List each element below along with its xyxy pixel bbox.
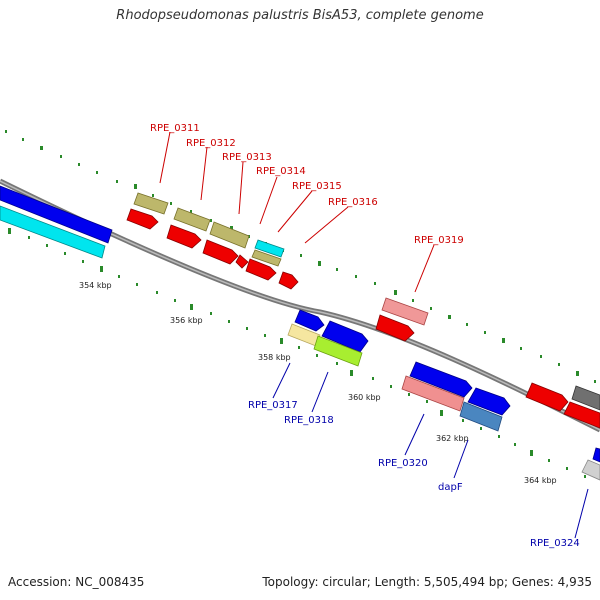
gene-blue-mid-2[interactable] — [321, 320, 369, 353]
left-genes — [0, 185, 113, 259]
label-rpe0318[interactable]: RPE_0318 — [284, 415, 334, 426]
genome-backbone — [0, 178, 600, 433]
gene-rpe0315-red[interactable] — [245, 258, 277, 281]
gene-dapf[interactable] — [459, 401, 503, 432]
gene-blue-right-2[interactable] — [467, 387, 511, 416]
label-rpe0320[interactable]: RPE_0320 — [378, 458, 428, 469]
label-rpe0311[interactable]: RPE_0311 — [150, 123, 200, 134]
gene-rpe0316-red[interactable] — [278, 271, 299, 290]
gene-rpe0314[interactable] — [254, 239, 285, 258]
gene-rpe0312-red[interactable] — [166, 224, 202, 249]
gene-rpe0319[interactable] — [381, 297, 429, 326]
gene-gray-far-right[interactable] — [571, 385, 600, 411]
gene-rpe0315[interactable] — [251, 249, 282, 267]
gene-blue-left[interactable] — [0, 185, 113, 244]
gene-rpe0312[interactable] — [173, 207, 211, 232]
tick-label-356kbp: 356 kbp — [170, 316, 203, 325]
gene-cyan-left[interactable] — [0, 205, 106, 259]
map-title: Rhodopseudomonas palustris BisA53, compl… — [116, 8, 484, 23]
label-rpe0316[interactable]: RPE_0316 — [328, 197, 378, 208]
gene-rpe0311[interactable] — [133, 192, 169, 215]
topology-text: Topology: circular; Length: 5,505,494 bp… — [262, 575, 592, 589]
label-rpe0312[interactable]: RPE_0312 — [186, 138, 236, 149]
label-rpe0324[interactable]: RPE_0324 — [530, 538, 580, 549]
label-rpe0319[interactable]: RPE_0319 — [414, 235, 464, 246]
gene-red-far-right-2[interactable] — [563, 401, 600, 429]
label-dapf[interactable]: dapF — [438, 482, 463, 493]
outer-tick-ring — [5, 130, 596, 383]
label-leaders-red — [159, 131, 435, 293]
gene-rpe0319-red[interactable] — [375, 314, 415, 342]
tick-label-358kbp: 358 kbp — [258, 353, 291, 362]
gene-rpe0313-red[interactable] — [202, 239, 239, 265]
gene-red-far-right-1[interactable] — [525, 382, 569, 412]
gene-rpe0318[interactable] — [313, 335, 363, 367]
gene-blue-edge[interactable] — [592, 447, 600, 463]
gene-rpe0311-red[interactable] — [126, 208, 159, 230]
tick-label-354kbp: 354 kbp — [79, 281, 112, 290]
label-rpe0315[interactable]: RPE_0315 — [292, 181, 342, 192]
tick-label-362kbp: 362 kbp — [436, 434, 469, 443]
label-rpe0314[interactable]: RPE_0314 — [256, 166, 306, 177]
accession-text: Accession: NC_008435 — [8, 575, 145, 589]
gene-blue-right-1[interactable] — [409, 361, 473, 398]
gene-blue-mid-1[interactable] — [294, 309, 325, 332]
gene-silver-edge[interactable] — [581, 459, 600, 481]
gene-small-red[interactable] — [235, 254, 249, 269]
tick-label-364kbp: 364 kbp — [524, 476, 557, 485]
tick-label-360kbp: 360 kbp — [348, 393, 381, 402]
gene-blocks — [126, 192, 600, 481]
label-rpe0317[interactable]: RPE_0317 — [248, 400, 298, 411]
gene-rpe0313[interactable] — [209, 221, 250, 249]
label-rpe0313[interactable]: RPE_0313 — [222, 152, 272, 163]
label-leaders-blue — [272, 362, 589, 539]
inner-tick-ring — [8, 228, 586, 478]
gene-rpe0320[interactable] — [401, 375, 465, 412]
